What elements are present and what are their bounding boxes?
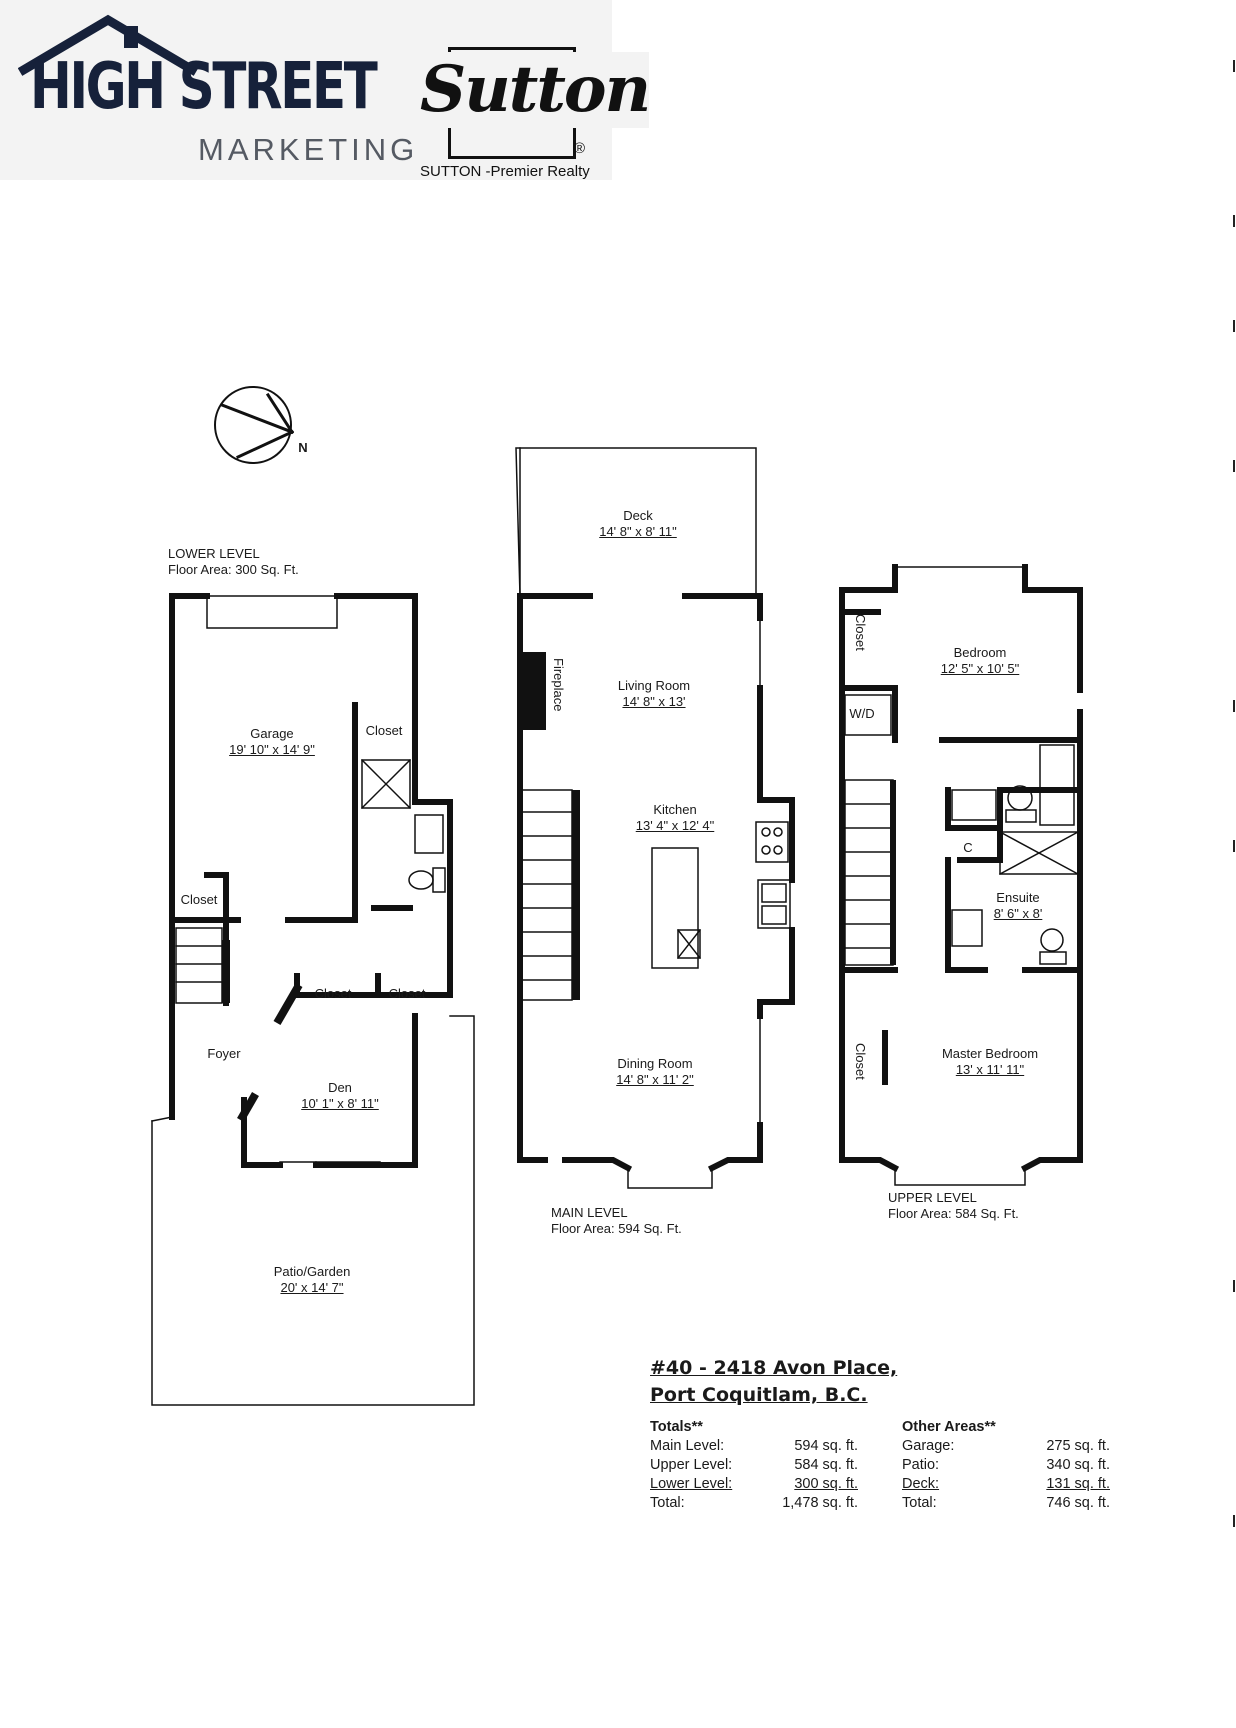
- scan-edge-mark: [1233, 700, 1235, 712]
- other-areas-table: Other Areas** Garage:275 sq. ft. Patio:3…: [902, 1418, 1110, 1513]
- scan-edge-mark: [1233, 215, 1235, 227]
- other-areas-heading: Other Areas**: [902, 1419, 996, 1435]
- totals-row: Upper Level:584 sq. ft.: [650, 1457, 858, 1473]
- scan-edge-mark: [1233, 460, 1235, 472]
- totals-table: Totals** Main Level:594 sq. ft. Upper Le…: [650, 1418, 858, 1513]
- brokerage-logo: Sutton: [420, 52, 651, 128]
- main-level-walls: [517, 593, 795, 1173]
- room-closet-stair: Closet: [180, 892, 218, 907]
- room-foyer: Foyer: [207, 1046, 241, 1061]
- other-areas-row: Total:746 sq. ft.: [902, 1495, 1110, 1511]
- room-closet-hall: Closet: [388, 986, 426, 1001]
- room-closet-master: Closet: [853, 1043, 868, 1080]
- scan-edge-mark: [1233, 840, 1235, 852]
- brokerage-subtitle: SUTTON -Premier Realty: [420, 163, 590, 180]
- room-wd: W/D: [849, 706, 875, 721]
- company-subtitle: MARKETING: [198, 132, 419, 167]
- room-fireplace: Fireplace: [551, 658, 566, 712]
- scan-edge-mark: [1233, 60, 1235, 72]
- compass-icon: [214, 386, 295, 464]
- main-level-details: [515, 447, 791, 1189]
- other-areas-row: Patio:340 sq. ft.: [902, 1457, 1110, 1473]
- other-areas-row: Deck:131 sq. ft.: [902, 1476, 1110, 1492]
- upper-level-details: [844, 566, 1080, 1186]
- totals-heading: Totals**: [650, 1419, 703, 1435]
- other-areas-row: Garage:275 sq. ft.: [902, 1438, 1110, 1454]
- compass-north-label: N: [298, 440, 308, 455]
- upper-level-walls: [839, 564, 1083, 1173]
- scan-edge-mark: [1233, 1515, 1235, 1527]
- scan-edge-mark: [1233, 320, 1235, 332]
- lower-level-details: [151, 595, 475, 1406]
- room-closet-bedroom: Closet: [853, 614, 868, 651]
- totals-row: Lower Level:300 sq. ft.: [650, 1476, 858, 1492]
- totals-row: Main Level:594 sq. ft.: [650, 1438, 858, 1454]
- registered-mark: ®: [574, 140, 586, 157]
- room-closet-den: Closet: [314, 986, 352, 1001]
- totals-row: Total:1,478 sq. ft.: [650, 1495, 858, 1511]
- scan-edge-mark: [1233, 1280, 1235, 1292]
- property-address: #40 - 2418 Avon Place, Port Coquitlam, B…: [650, 1357, 898, 1406]
- room-closet-garage: Closet: [365, 723, 403, 738]
- room-c: C: [963, 840, 973, 855]
- house-roof-icon: [18, 14, 199, 76]
- company-name: HIGH STREET: [30, 50, 378, 124]
